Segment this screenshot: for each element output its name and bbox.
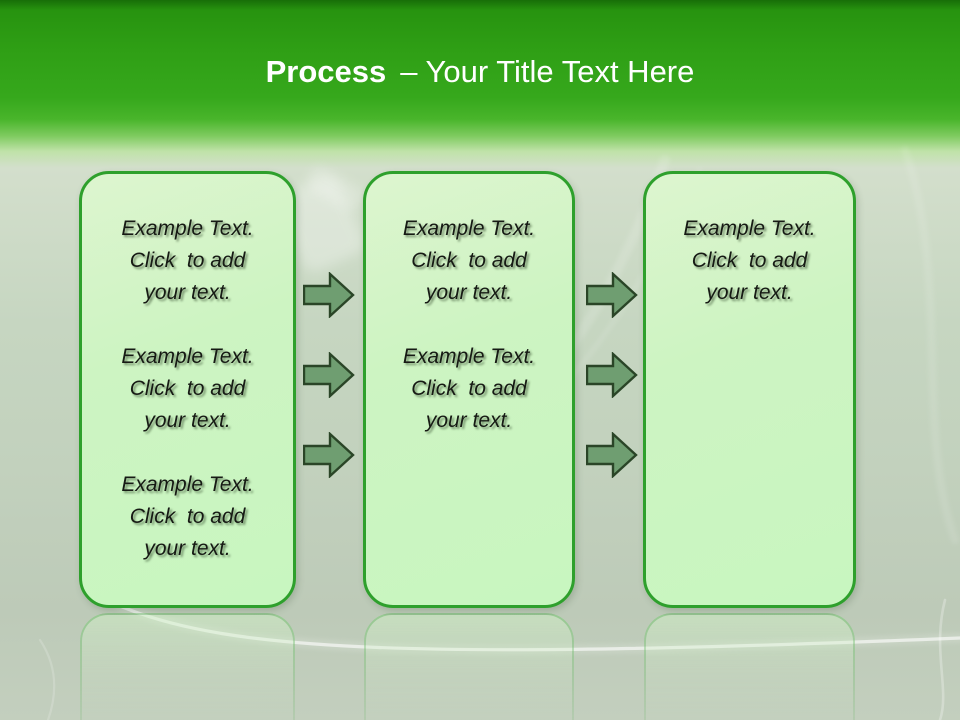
box-reflection: [644, 613, 855, 720]
placeholder-paragraph: Example Text. Click to add your text.: [82, 213, 293, 309]
text-line: your text.: [425, 281, 513, 304]
box-reflection: [80, 613, 295, 720]
right-arrow-icon: [303, 352, 355, 398]
title-subtitle: – Your Title Text Here: [400, 54, 695, 89]
text-line: Example Text.: [121, 345, 254, 368]
box-reflection: [364, 613, 574, 720]
title-keyword: Process: [265, 54, 387, 89]
right-arrow-icon: [303, 432, 355, 478]
right-arrow-icon: [303, 272, 355, 318]
text-line: Click to add: [129, 249, 246, 272]
text-line: Example Text.: [402, 217, 536, 240]
header-band: [0, 0, 960, 168]
process-box-3[interactable]: Example Text. Click to add your text.: [643, 171, 856, 608]
text-line: your text.: [706, 281, 793, 304]
process-box-2[interactable]: Example Text. Click to add your text. Ex…: [363, 171, 575, 608]
text-line: Example Text.: [121, 473, 254, 496]
text-line: Example Text.: [683, 217, 816, 240]
slide-title[interactable]: Process – Your Title Text Here: [0, 52, 960, 92]
right-arrow-icon: [586, 272, 638, 318]
placeholder-paragraph: Example Text. Click to add your text.: [646, 213, 853, 309]
text-line: your text.: [425, 409, 513, 432]
placeholder-paragraph: Example Text. Click to add your text.: [82, 469, 293, 565]
text-line: Click to add: [129, 505, 246, 528]
right-arrow-icon: [586, 432, 638, 478]
process-box-1[interactable]: Example Text. Click to add your text. Ex…: [79, 171, 296, 608]
text-line: your text.: [144, 409, 231, 432]
text-line: Click to add: [691, 249, 808, 272]
placeholder-paragraph: Example Text. Click to add your text.: [366, 213, 572, 309]
right-arrow-icon: [586, 352, 638, 398]
text-line: Click to add: [129, 377, 246, 400]
text-line: Click to add: [411, 377, 527, 400]
text-line: Click to add: [411, 249, 527, 272]
text-line: your text.: [144, 281, 231, 304]
text-line: Example Text.: [402, 345, 536, 368]
placeholder-paragraph: Example Text. Click to add your text.: [82, 341, 293, 437]
text-line: Example Text.: [121, 217, 254, 240]
text-line: your text.: [144, 537, 231, 560]
placeholder-paragraph: Example Text. Click to add your text.: [366, 341, 572, 437]
